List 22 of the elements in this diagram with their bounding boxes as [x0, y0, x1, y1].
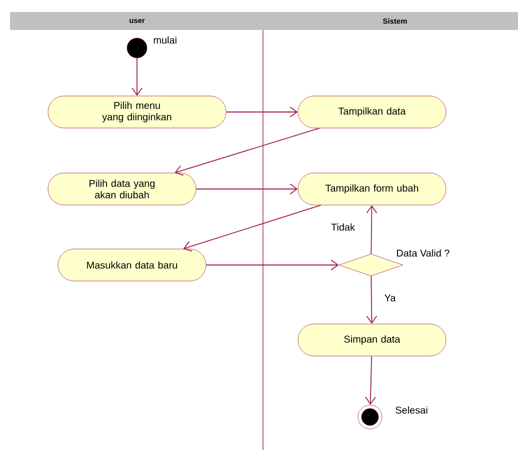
edge-label: Ya: [383, 294, 397, 302]
arrow: [365, 356, 376, 405]
arrow: [366, 205, 378, 254]
arrow: [196, 184, 298, 194]
end-node: [358, 404, 382, 430]
activity-box: Pilih data yang akan diubah: [48, 172, 196, 206]
arrow: [206, 260, 339, 270]
arrow: [366, 276, 378, 324]
activity-box: Pilih menu yang diinginkan: [48, 96, 226, 128]
activity-box: Tampilkan form ubah: [298, 172, 446, 206]
start-node: [126, 38, 148, 58]
activity-box: Masukkan data baru: [58, 248, 206, 282]
node-caption: Selesai: [396, 406, 428, 414]
arrow: [183, 204, 322, 252]
node-caption: Data Valid ?: [397, 249, 450, 257]
arrow: [226, 106, 298, 118]
edge-label: Tidak: [330, 222, 356, 232]
activity-box: Tampilkan data: [298, 96, 446, 128]
node-caption: mulai: [154, 36, 176, 44]
arrow: [132, 58, 142, 96]
activity-box: Simpan data: [298, 324, 446, 356]
arrow: [174, 128, 320, 176]
